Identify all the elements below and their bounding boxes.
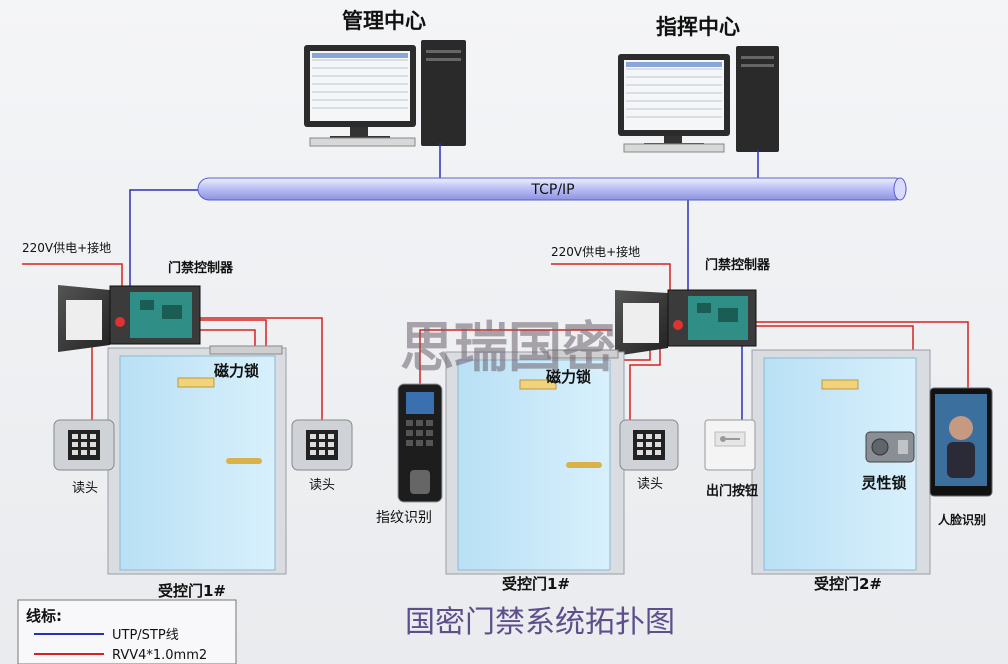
controller-label-right: 门禁控制器 bbox=[705, 257, 771, 273]
command-center-label: 指挥中心 bbox=[656, 15, 740, 39]
management-center-computer bbox=[304, 40, 466, 147]
rvv-wires bbox=[22, 263, 969, 430]
face-label: 人脸识别 bbox=[938, 512, 986, 527]
watermark: 思瑞国密 bbox=[400, 316, 616, 379]
card-reader-2 bbox=[291, 419, 353, 471]
door-label-1: 受控门1# bbox=[158, 582, 226, 600]
reader-label-3: 读头 bbox=[637, 477, 663, 492]
reader-label-2: 读头 bbox=[309, 478, 335, 493]
maglock-label-left: 磁力锁 bbox=[214, 362, 259, 380]
tcp-ip-bus bbox=[197, 177, 907, 201]
door-label-3: 受控门2# bbox=[814, 575, 882, 593]
fingerprint-label: 指纹识别 bbox=[376, 510, 432, 526]
electric-lock bbox=[865, 431, 915, 463]
card-reader-3 bbox=[619, 419, 679, 471]
utp-wires bbox=[129, 143, 759, 420]
legend: 线标: UTP/STP线 RVV4*1.0mm2 bbox=[17, 599, 237, 664]
management-center-label: 管理中心 bbox=[342, 9, 426, 33]
controller-label-left: 门禁控制器 bbox=[168, 260, 234, 276]
door-1 bbox=[107, 345, 287, 575]
door-label-2: 受控门1# bbox=[502, 575, 570, 593]
door-2 bbox=[445, 349, 625, 575]
power-label-left: 220V供电+接地 bbox=[22, 240, 111, 255]
electric-lock-label: 灵性锁 bbox=[861, 474, 906, 492]
fingerprint-terminal bbox=[397, 383, 443, 503]
controller-left bbox=[58, 285, 201, 352]
card-reader-1 bbox=[53, 419, 115, 471]
exit-button-label: 出门按钮 bbox=[706, 483, 758, 499]
face-recognition-terminal bbox=[929, 387, 993, 497]
controller-right bbox=[615, 289, 757, 356]
legend-title: 线标: bbox=[26, 607, 62, 625]
legend-label-rvv: RVV4*1.0mm2 bbox=[112, 648, 207, 663]
command-center-computer bbox=[618, 46, 779, 153]
maglock-label-mid: 磁力锁 bbox=[546, 368, 591, 386]
power-label-right: 220V供电+接地 bbox=[551, 244, 640, 259]
reader-label-1: 读头 bbox=[72, 481, 98, 496]
network-label: TCP/IP bbox=[530, 182, 574, 198]
diagram-title: 国密门禁系统拓扑图 bbox=[405, 605, 675, 640]
legend-label-utp: UTP/STP线 bbox=[112, 628, 179, 643]
exit-button bbox=[704, 419, 756, 471]
